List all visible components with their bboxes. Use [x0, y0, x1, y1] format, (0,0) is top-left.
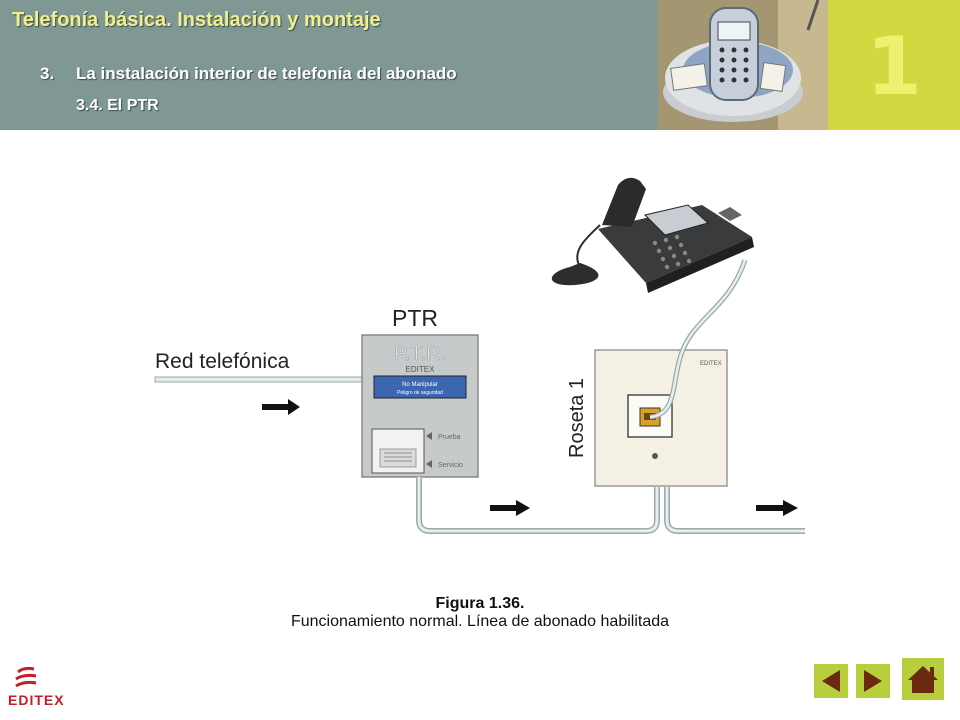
- ptr-test-label: Prueba: [438, 434, 461, 441]
- ptr-panel-line1: No Manipular: [402, 382, 438, 388]
- section-title: La instalación interior de telefonía del…: [76, 64, 457, 83]
- rosette: EDITEX: [594, 349, 728, 487]
- network-cable: [154, 376, 368, 383]
- network-label: Red telefónica: [155, 350, 290, 373]
- arrow-out: [756, 500, 798, 516]
- figure-caption: Figura 1.36. Funcionamiento normal. Líne…: [0, 595, 960, 631]
- editex-logo: EDITEX: [8, 665, 88, 711]
- previous-button[interactable]: [814, 664, 848, 698]
- ptr-diagram: Red telefónica PTR P.T.R. EDITEX No Mani…: [154, 177, 805, 534]
- ptr-title: PTR: [392, 305, 438, 331]
- chapter-badge: 1: [828, 0, 960, 130]
- next-button[interactable]: [856, 664, 890, 698]
- arrow-right-icon: [864, 670, 882, 692]
- editex-logo-text: EDITEX: [8, 692, 65, 708]
- rosette-brand: EDITEX: [700, 361, 722, 367]
- section-heading: 3. La instalación interior de telefonía d…: [40, 64, 457, 84]
- figure-description: Funcionamiento normal. Línea de abonado …: [290, 613, 670, 630]
- home-icon: [908, 666, 938, 693]
- desk-phone: [551, 177, 754, 293]
- course-title: Telefonía básica. Instalación y montaje: [12, 9, 381, 31]
- home-button[interactable]: [902, 658, 944, 700]
- chapter-number: 1: [866, 20, 922, 113]
- figure-number: Figura 1.36.: [435, 595, 525, 612]
- arrow-left-icon: [822, 670, 840, 692]
- arrow-middle: [490, 500, 530, 516]
- section-number: 3.: [40, 64, 55, 83]
- subsection-heading: 3.4. El PTR: [76, 97, 159, 114]
- ptr-box: P.T.R. EDITEX No Manipular Peligro de se…: [361, 334, 479, 478]
- ptr-warning-panel: [373, 375, 467, 399]
- header-bar: Telefonía básica. Instalación y montaje …: [0, 0, 658, 130]
- ptr-brand: EDITEX: [406, 365, 436, 374]
- ptr-box-label: P.T.R.: [394, 343, 446, 365]
- arrow-in: [262, 399, 300, 415]
- header-phone-photo: [658, 0, 828, 130]
- rosette-label: Roseta 1: [566, 378, 588, 458]
- ptr-panel-line2: Peligro de seguridad: [397, 390, 443, 396]
- ptr-service-label: Servicio: [438, 462, 463, 469]
- editex-logo-mark: [15, 666, 37, 688]
